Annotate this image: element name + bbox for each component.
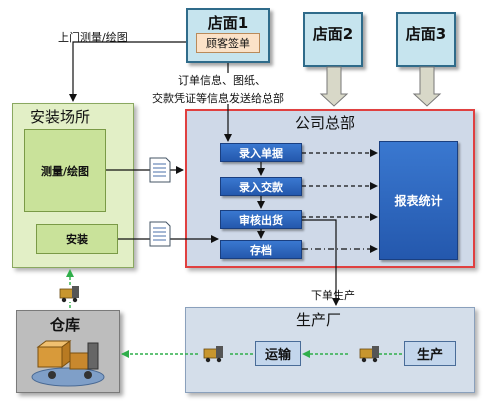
- measure-drawing-box[interactable]: 测量/绘图: [24, 129, 106, 212]
- forklift-icon: [359, 346, 379, 363]
- store-1-label: 店面1: [207, 14, 249, 32]
- store2-down-arrow: [319, 66, 349, 107]
- warehouse-goods-icon: [31, 340, 105, 387]
- document-icon: [149, 157, 171, 183]
- hq-step-review-ship[interactable]: 审核出货: [220, 210, 302, 229]
- hq-step-enter-payment[interactable]: 录入交款: [220, 177, 302, 196]
- store-1-sign-box: 顾客签单: [196, 33, 260, 53]
- factory-produce-box[interactable]: 生产: [404, 341, 456, 366]
- order-info-label-line1: 订单信息、图纸、: [178, 74, 266, 87]
- forklift-icon: [203, 346, 223, 363]
- install-site-title: 安装场所: [30, 108, 91, 126]
- order-production-connector: [302, 219, 340, 306]
- hq-step-archive[interactable]: 存档: [220, 240, 302, 259]
- factory-transport-box[interactable]: 运输: [255, 341, 301, 366]
- warehouse-title: 仓库: [50, 316, 81, 334]
- install-box[interactable]: 安装: [36, 224, 118, 254]
- onsite-measure-connector: [69, 41, 186, 102]
- order-info-label-line2: 交款凭证等信息发送给总部: [152, 92, 284, 105]
- hq-report-box[interactable]: 报表统计: [379, 141, 458, 260]
- store-2[interactable]: 店面2: [303, 12, 363, 67]
- onsite-measure-label: 上门测量/绘图: [58, 31, 128, 44]
- place-production-label: 下单生产: [311, 289, 355, 302]
- document-icon: [149, 221, 171, 247]
- hq-step-enter-order[interactable]: 录入单据: [220, 143, 302, 162]
- store3-down-arrow: [412, 66, 442, 107]
- factory-title: 生产厂: [296, 311, 342, 329]
- hq-title: 公司总部: [295, 114, 356, 132]
- forklift-icon: [59, 286, 79, 303]
- store-3[interactable]: 店面3: [396, 12, 456, 67]
